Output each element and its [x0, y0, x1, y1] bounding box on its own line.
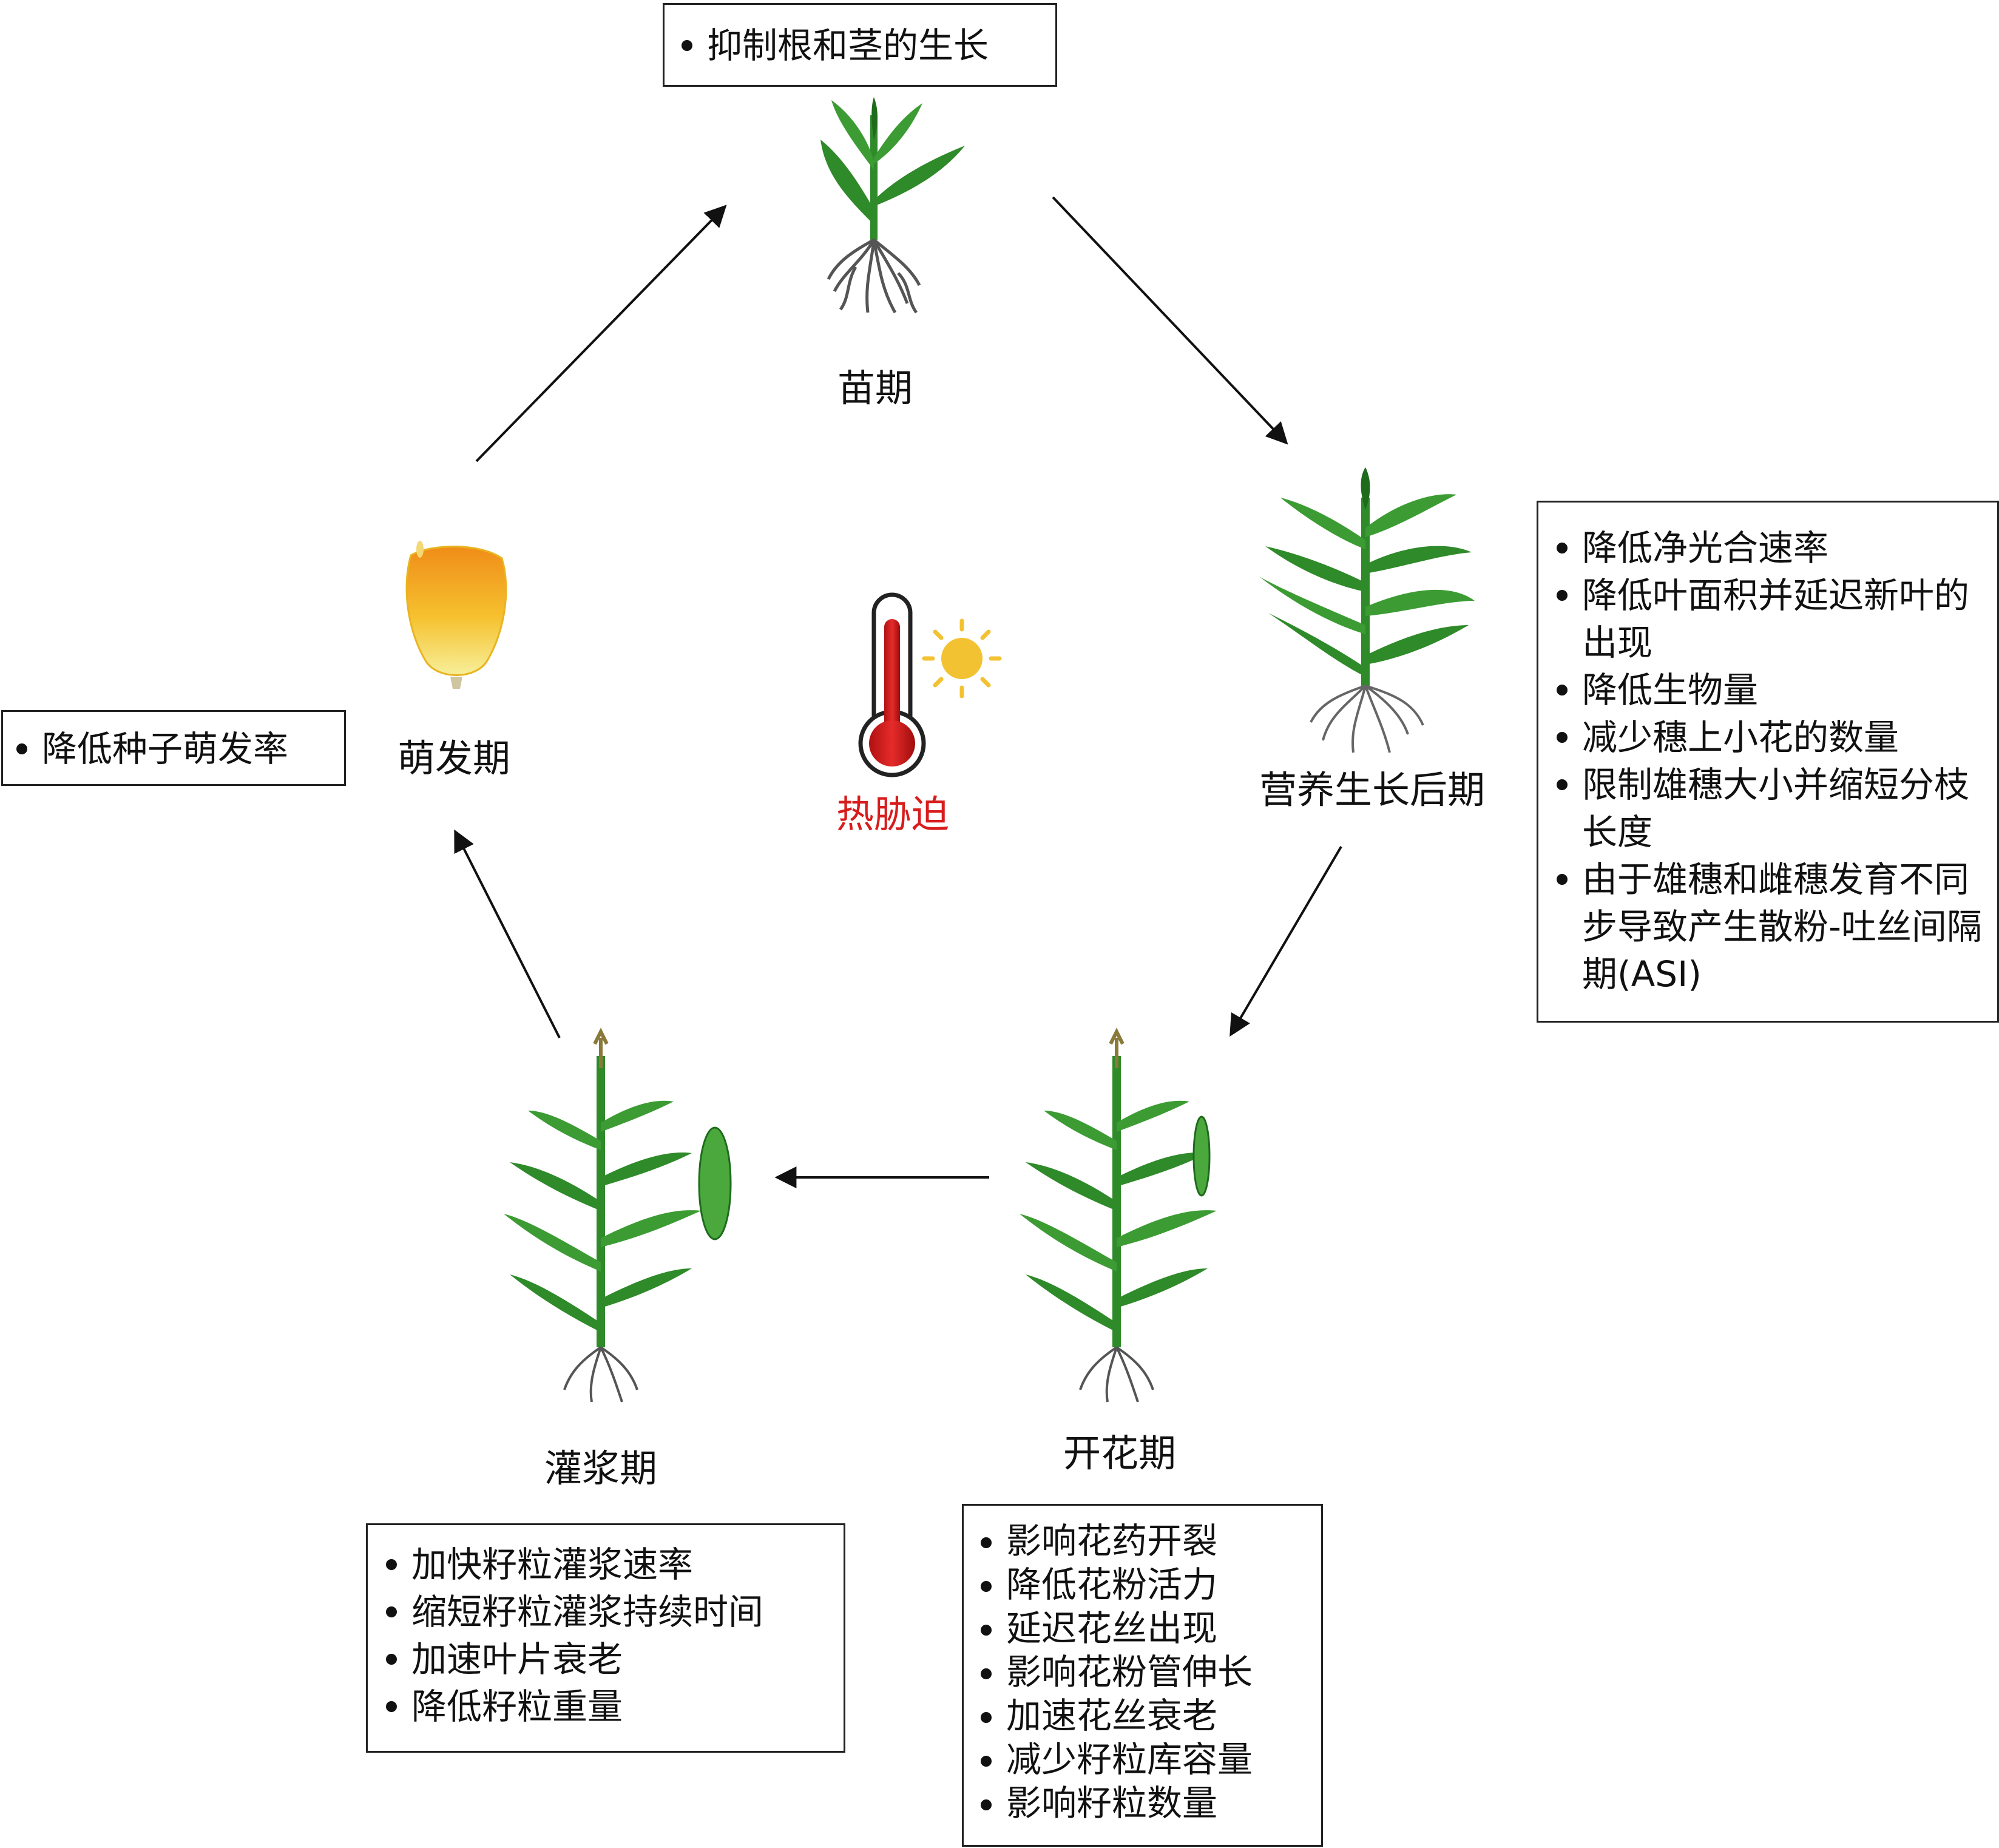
effect-item: 影响花药开裂: [970, 1519, 1315, 1563]
grain-filling-plant-icon: [504, 1027, 701, 1403]
effect-item: 抑制根和茎的生长: [671, 22, 1043, 69]
effect-item: 延迟花丝出现: [970, 1606, 1315, 1650]
stage-label-late-vegetative: 营养生长后期: [1259, 768, 1486, 812]
grain-filling-effects-box: 加快籽粒灌浆速率 缩短籽粒灌浆持续时间 加速叶片衰老 降低籽粒重量: [366, 1523, 845, 1753]
seedling-plant-icon: [820, 97, 965, 314]
arrow-grain-filling-to-germination: [454, 829, 561, 1038]
maize-kernel-icon: [405, 541, 507, 689]
effect-item: 影响花粉管伸长: [970, 1650, 1315, 1694]
stage-label-seedling: 苗期: [837, 366, 913, 410]
flowering-ear-icon: [1192, 1115, 1211, 1197]
effect-item: 加速花丝衰老: [970, 1694, 1315, 1738]
effect-item: 影响籽粒数量: [970, 1781, 1315, 1825]
seedling-effects-box: 抑制根和茎的生长: [663, 3, 1057, 87]
heat-stress-label: 热胁迫: [836, 792, 950, 836]
effect-item: 降低花粉活力: [970, 1563, 1315, 1606]
arrow-germination-to-seedling: [475, 205, 727, 462]
effect-item: 降低籽粒重量: [375, 1683, 837, 1730]
effect-item: 降低净光合速率: [1546, 524, 1991, 572]
germination-effects-list: 降低种子萌发率: [5, 725, 338, 773]
grain-filling-effects-list: 加快籽粒灌浆速率 缩短籽粒灌浆持续时间 加速叶片衰老 降低籽粒重量: [375, 1541, 837, 1730]
effect-item: 降低种子萌发率: [5, 725, 338, 773]
effect-item: 减少籽粒库容量: [970, 1738, 1315, 1781]
stage-label-germination: 萌发期: [397, 736, 511, 780]
arrow-seedling-to-late-vegetative: [1052, 196, 1288, 445]
seedling-effects-list: 抑制根和茎的生长: [671, 22, 1043, 69]
effect-item: 降低生物量: [1546, 666, 1991, 714]
effect-item: 由于雄穗和雌穗发育不同步导致产生散粉-吐丝间隔期(ASI): [1546, 856, 1991, 998]
effect-item: 加速叶片衰老: [375, 1636, 837, 1683]
effect-item: 缩短籽粒灌浆持续时间: [375, 1588, 837, 1636]
flowering-effects-box: 影响花药开裂 降低花粉活力 延迟花丝出现 影响花粉管伸长 加速花丝衰老 减少籽粒…: [962, 1504, 1323, 1847]
flowering-effects-list: 影响花药开裂 降低花粉活力 延迟花丝出现 影响花粉管伸长 加速花丝衰老 减少籽粒…: [970, 1519, 1315, 1825]
stage-label-grain-filling: 灌浆期: [544, 1446, 658, 1491]
effect-item: 降低叶面积并延迟新叶的出现: [1546, 572, 1991, 666]
thermometer-icon: [858, 592, 926, 777]
germination-effects-box: 降低种子萌发率: [1, 710, 346, 786]
effect-item: 减少穗上小花的数量: [1546, 714, 1991, 761]
stage-label-flowering: 开花期: [1063, 1431, 1177, 1475]
arrow-late-vegetative-to-flowering: [1230, 845, 1342, 1037]
late-vegetative-plant-icon: [1259, 467, 1475, 753]
late-vegetative-effects-list: 降低净光合速率 降低叶面积并延迟新叶的出现 降低生物量 减少穗上小花的数量 限制…: [1546, 524, 1991, 998]
sun-icon: [922, 618, 1002, 699]
effect-item: 限制雄穗大小并缩短分枝长度: [1546, 761, 1991, 856]
flowering-plant-icon: [1020, 1027, 1217, 1403]
late-vegetative-effects-box: 降低净光合速率 降低叶面积并延迟新叶的出现 降低生物量 减少穗上小花的数量 限制…: [1537, 501, 1999, 1023]
grain-filling-ear-icon: [698, 1126, 732, 1240]
effect-item: 加快籽粒灌浆速率: [375, 1541, 837, 1588]
